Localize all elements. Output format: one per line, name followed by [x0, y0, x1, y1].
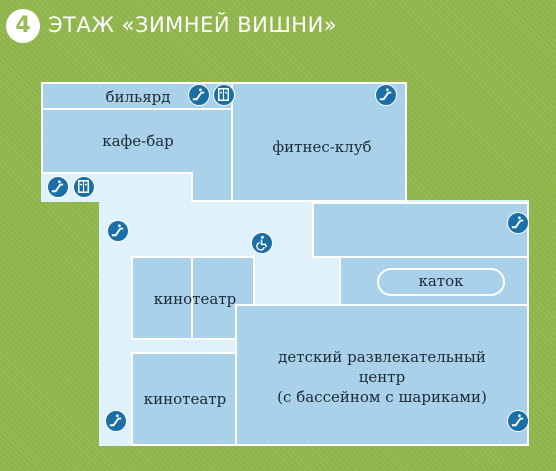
room-fitness-club-label: фитнес-клуб [272, 138, 372, 156]
room-upper-right [312, 202, 529, 258]
cinema-1-divider [191, 258, 193, 340]
escalator-icon[interactable] [107, 220, 129, 242]
room-cafe-bar-label: кафе-бар [102, 132, 174, 150]
wheelchair-icon[interactable] [251, 232, 273, 254]
escalator-icon[interactable] [47, 176, 69, 198]
room-kids-center[interactable]: детский развлекательный центр (с бассейн… [235, 304, 529, 446]
escalator-icon[interactable] [188, 84, 210, 106]
ice-rink-oval [377, 268, 505, 296]
room-cafe-bar[interactable]: кафе-бар [41, 108, 233, 174]
elevator-icon[interactable] [213, 84, 235, 106]
floor-number-badge: 4 [6, 9, 40, 43]
room-ice-rink-label: каток [418, 272, 464, 290]
room-ice-rink[interactable]: каток [339, 256, 529, 306]
floor-title: ЭТАЖ «ЗИМНЕЙ ВИШНИ» [48, 13, 338, 37]
map-header: 4 ЭТАЖ «ЗИМНЕЙ ВИШНИ» [0, 0, 556, 56]
room-cinema-2-label: кинотеатр [143, 390, 227, 408]
escalator-icon[interactable] [507, 212, 529, 234]
room-cinema-1-label: кинотеатр [153, 290, 237, 308]
room-cinema-1[interactable]: кинотеатр [131, 256, 255, 340]
room-cinema-2[interactable]: кинотеатр [131, 352, 237, 446]
floor-plan: бильярд кафе-бар фитнес-клуб каток кинот… [41, 82, 529, 446]
escalator-icon[interactable] [375, 84, 397, 106]
escalator-icon[interactable] [507, 410, 529, 432]
kids-center-label-line3: (с бассейном с шариками) [277, 388, 487, 406]
elevator-icon[interactable] [73, 176, 95, 198]
kids-center-label-line1: детский развлекательный [278, 348, 486, 366]
kids-center-label-line2: центр [358, 368, 406, 386]
escalator-icon[interactable] [105, 410, 127, 432]
room-cafe-bar-annex [191, 172, 233, 202]
room-billiards-label: бильярд [105, 88, 171, 106]
